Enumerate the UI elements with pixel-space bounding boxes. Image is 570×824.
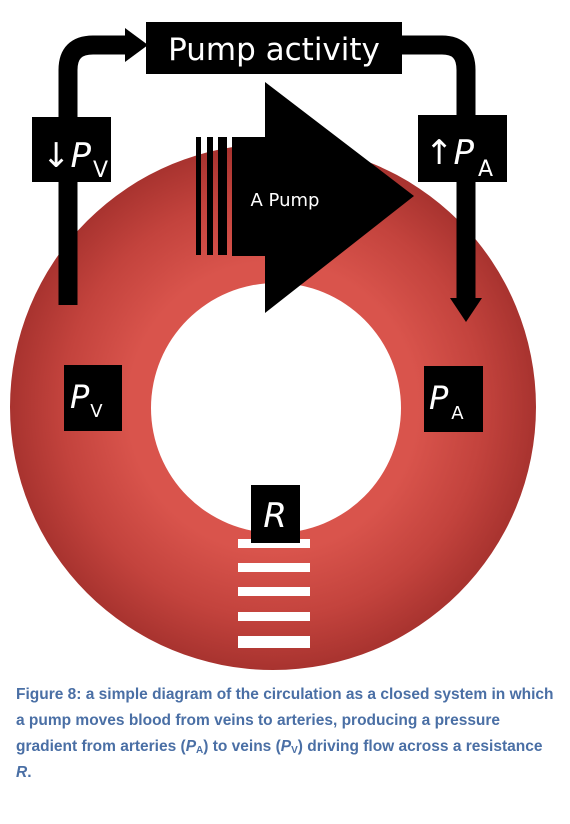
venous-feedback-path bbox=[58, 35, 128, 305]
pump-stripe-1 bbox=[196, 137, 201, 255]
resistance-label: R bbox=[263, 496, 287, 536]
svg-text:PV: PV bbox=[70, 378, 103, 422]
caption-pa-symbol: P bbox=[185, 738, 197, 755]
up-arrow-icon: ↑ bbox=[425, 133, 454, 173]
pv-left-symbol: P bbox=[70, 378, 90, 416]
pump-activity-label: Pump activity bbox=[168, 32, 380, 68]
svg-text:↓PV: ↓PV bbox=[42, 136, 108, 183]
arterial-output-path bbox=[400, 35, 476, 300]
caption-after-pv: ) driving flow across a resistance bbox=[297, 738, 543, 755]
pa-increase-box bbox=[418, 115, 507, 182]
pa-box bbox=[424, 366, 483, 432]
pump-arrow-shape bbox=[232, 82, 414, 313]
pv-symbol: P bbox=[71, 136, 92, 176]
pv-subscript: V bbox=[93, 158, 108, 183]
circulation-ring bbox=[10, 144, 536, 670]
pump-activity-box bbox=[146, 22, 402, 74]
caption-end: . bbox=[27, 764, 32, 781]
caption-lead: Figure 8: a simple diagram of the circul… bbox=[16, 686, 554, 755]
figure-caption: Figure 8: a simple diagram of the circul… bbox=[16, 682, 556, 786]
pa-symbol: P bbox=[454, 133, 475, 173]
caption-middle: ) to veins ( bbox=[203, 738, 281, 755]
pump-stripe-2 bbox=[207, 137, 213, 255]
arrow-down-to-pa bbox=[450, 298, 482, 322]
resistance-box bbox=[251, 485, 300, 543]
caption-pv-sub: V bbox=[291, 745, 298, 756]
svg-text:PA: PA bbox=[429, 379, 464, 424]
svg-text:↑PA: ↑PA bbox=[425, 133, 493, 182]
pv-decrease-box bbox=[32, 117, 111, 182]
caption-pa-sub: A bbox=[196, 745, 204, 756]
pa-subscript: A bbox=[478, 157, 493, 182]
caption-pv-symbol: P bbox=[280, 738, 292, 755]
pa-right-symbol: P bbox=[429, 379, 449, 417]
pump-label: A Pump bbox=[251, 190, 320, 211]
arrow-into-pump-activity bbox=[125, 28, 148, 62]
pv-left-subscript: V bbox=[90, 401, 103, 422]
pa-right-subscript: A bbox=[451, 403, 464, 424]
down-arrow-icon: ↓ bbox=[42, 136, 71, 176]
caption-r-symbol: R bbox=[16, 764, 28, 781]
pv-box bbox=[64, 365, 122, 431]
pump-stripe-3 bbox=[218, 137, 227, 255]
